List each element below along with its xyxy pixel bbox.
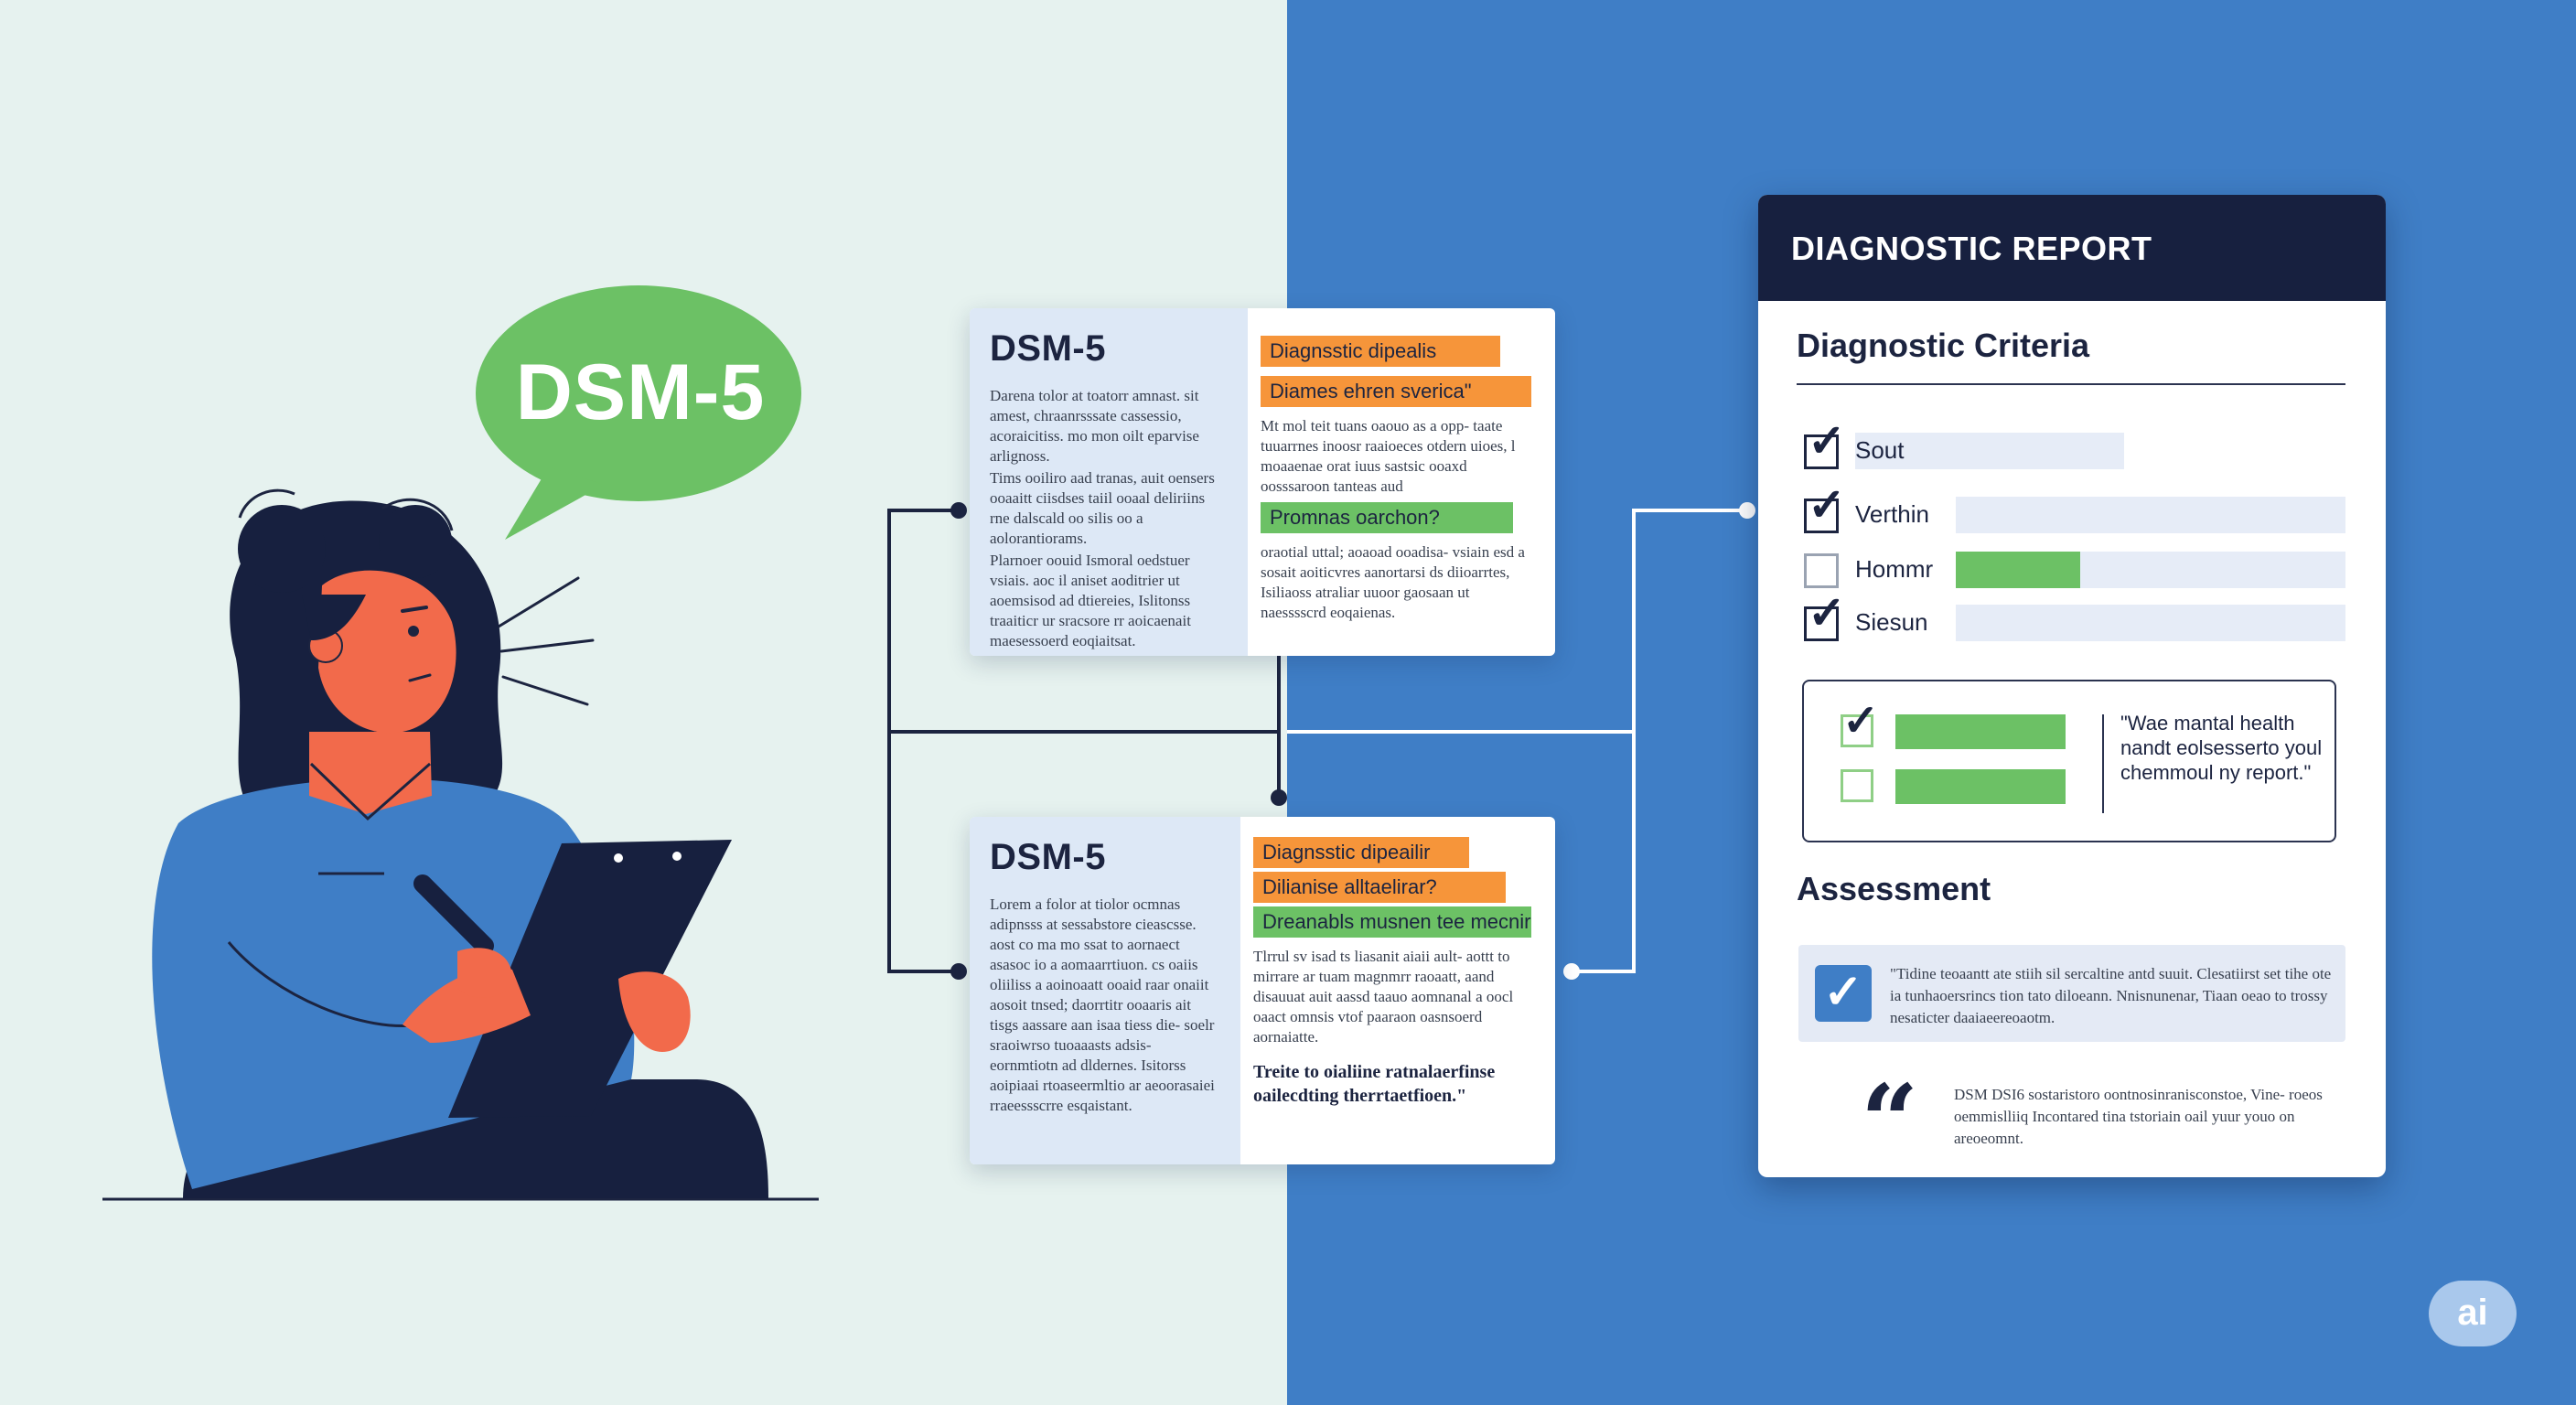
summary-bar	[1895, 714, 2066, 749]
checkbox[interactable]	[1804, 606, 1839, 641]
check-icon: ✓	[1842, 697, 1880, 745]
divider	[1797, 383, 2345, 385]
report-header: DIAGNOSTIC REPORT	[1758, 195, 2386, 301]
check-icon: ✓	[1808, 479, 1846, 531]
summary-box: ✓ "Wae mantal health nandt eolsesserto y…	[1802, 680, 2336, 842]
checkbox[interactable]	[1841, 769, 1873, 802]
divider	[2102, 714, 2104, 813]
criteria-title: Diagnostic Criteria	[1797, 327, 2090, 364]
check-icon: ✓	[1808, 587, 1846, 638]
assessment-text: "Tidine teoaantt ate stiih sil sercaltin…	[1890, 965, 2332, 1026]
paragraph: oraotial uttal; aoaoad ooadisa- vsiain e…	[1261, 543, 1525, 621]
criteria-track	[1855, 433, 2124, 469]
checkbox[interactable]	[1841, 714, 1873, 747]
criteria-label: Verthin	[1855, 500, 1929, 528]
criteria-label: Hommr	[1855, 555, 1934, 583]
paragraph: Tlrrul sv isad ts liasanit aiaii ault- a…	[1253, 948, 1514, 1046]
dsm-card-top: DSM-5 Darena tolor at toatorr amnast. si…	[970, 308, 1555, 656]
emphasis-lines	[497, 576, 595, 706]
speech-bubble-text: DSM-5	[515, 349, 766, 436]
dsm-card-bottom-title: DSM-5	[990, 837, 1106, 877]
highlight-green: Dreanabls musnen tee mecnirrnt	[1253, 906, 1531, 938]
checkbox[interactable]	[1804, 553, 1839, 588]
check-icon[interactable]: ✓	[1815, 965, 1872, 1022]
paragraph: Plarnoer oouid Ismoral oedstuer vsiais. …	[990, 552, 1191, 649]
clinician-illustration	[102, 285, 819, 1201]
paragraph: Lorem a folor at tiolor ocmnas adipnsss …	[990, 896, 1215, 1114]
dsm-card-bottom: DSM-5 Lorem a folor at tiolor ocmnas adi…	[970, 817, 1555, 1164]
criteria-track	[1956, 605, 2345, 641]
dsm-card-top-left: DSM-5 Darena tolor at toatorr amnast. si…	[970, 308, 1248, 656]
summary-bar	[1895, 769, 2066, 804]
checkbox[interactable]	[1804, 434, 1839, 469]
assessment-panel: ✓ "Tidine teoaantt ate stiih sil sercalt…	[1798, 945, 2345, 1042]
pen-icon	[413, 874, 494, 955]
ai-badge: ai	[2429, 1281, 2517, 1346]
check-icon: ✓	[1808, 415, 1846, 467]
summary-quote: "Wae mantal health nandt eolsesserto you…	[2120, 712, 2323, 784]
diagnostic-report: DIAGNOSTIC REPORT Diagnostic Criteria ✓ S…	[1758, 195, 2386, 1177]
criteria-label: Sout	[1855, 436, 1905, 464]
paragraph: Darena tolor at toatorr amnast. sit ames…	[990, 387, 1199, 465]
speech-bubble-icon	[476, 285, 801, 540]
criteria-row: Hommr	[1804, 550, 2353, 590]
footer-text: DSM DSI6 sostaristoro oontnosinraniscons…	[1954, 1086, 2323, 1147]
highlight-orange: Dilianise alltaelirar?	[1253, 872, 1506, 903]
criteria-row: ✓ Siesun	[1804, 590, 2353, 643]
card-quote: Treite to oialiine ratnalaerfinse oailec…	[1253, 1062, 1496, 1106]
checkbox[interactable]	[1804, 499, 1839, 533]
quote-icon: “	[1861, 1062, 1919, 1177]
dsm-card-top-title: DSM-5	[990, 328, 1106, 369]
summary-row: ✓	[1841, 700, 2078, 751]
clipboard-icon	[448, 840, 732, 1118]
criteria-fill	[1956, 552, 2081, 588]
assessment-title: Assessment	[1797, 870, 1991, 907]
dsm-card-top-right: Diagnsstic dipealis Diames ehren sverica…	[1248, 308, 1555, 656]
paragraph: Mt mol teit tuans oaouo as a opp- taate …	[1261, 417, 1516, 495]
paragraph: Tims ooiliro aad tranas, auit oensers oo…	[990, 469, 1215, 547]
criteria-row: ✓ Sout	[1804, 418, 2353, 471]
dsm-card-top-left-text: Darena tolor at toatorr amnast. sit ames…	[990, 386, 1228, 651]
criteria-row: ✓ Verthin	[1804, 482, 2353, 535]
criteria-label: Siesun	[1855, 608, 1928, 636]
highlight-orange: Diames ehren sverica"	[1261, 376, 1531, 407]
highlight-orange: Diagnsstic dipeailir	[1253, 837, 1469, 868]
highlight-green: Promnas oarchon?	[1261, 502, 1513, 533]
criteria-track	[1956, 552, 2345, 588]
highlight-orange: Diagnsstic dipealis	[1261, 336, 1500, 367]
dsm-card-bottom-left: DSM-5 Lorem a folor at tiolor ocmnas adi…	[970, 817, 1240, 1164]
criteria-track	[1956, 497, 2345, 533]
dsm-card-bottom-right: Diagnsstic dipeailir Dilianise alltaelir…	[1240, 817, 1555, 1164]
summary-row	[1841, 766, 2078, 806]
